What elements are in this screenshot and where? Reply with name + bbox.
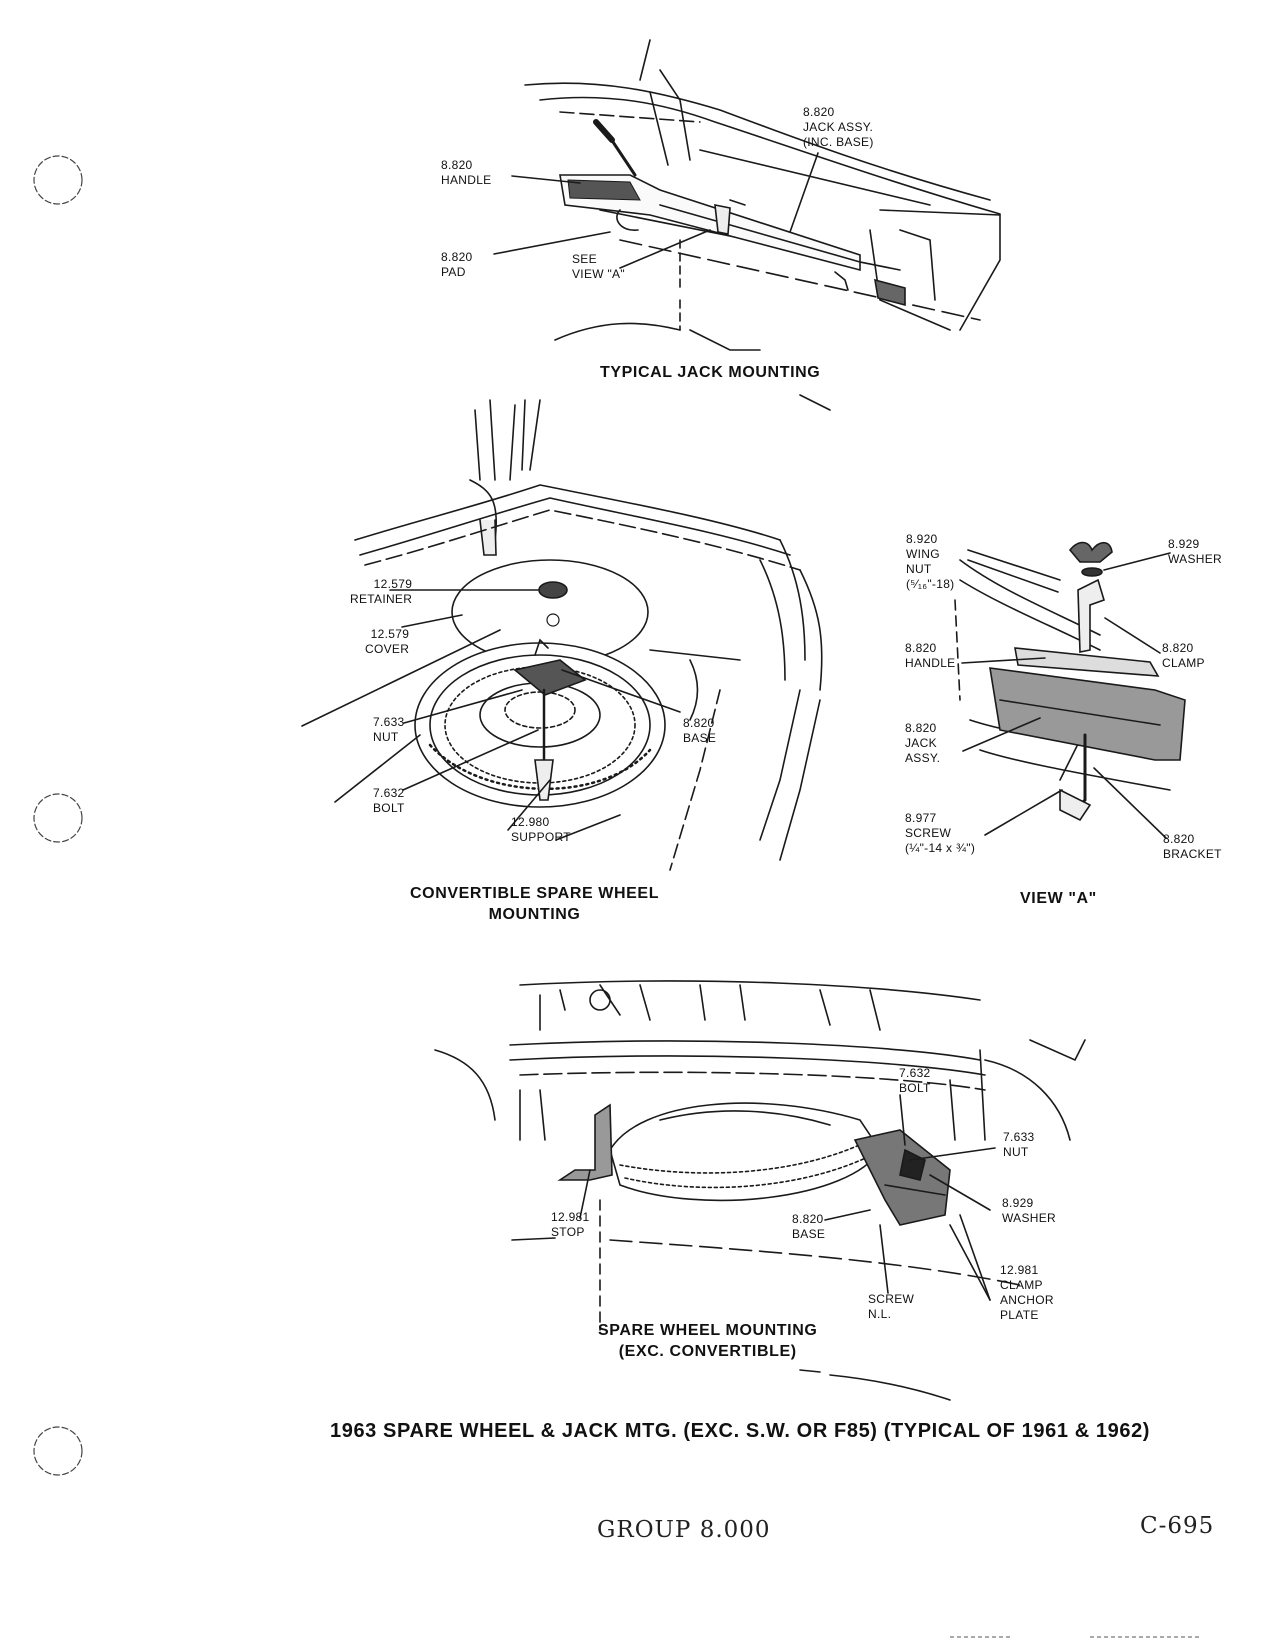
- footer-page-code: C-695: [1140, 1513, 1215, 1539]
- label-wing-nut: 8.920 WING NUT (⁵⁄₁₆"-18): [906, 532, 955, 591]
- label-bracket: 8.820 BRACKET: [1163, 832, 1222, 861]
- figure-title: 1963 SPARE WHEEL & JACK MTG. (EXC. S.W. …: [330, 1420, 1151, 1442]
- label-base: 8.820 BASE: [683, 716, 717, 745]
- label-base-2: 8.820 BASE: [792, 1212, 826, 1241]
- caption-convertible-spare-wheel: CONVERTIBLE SPARE WHEEL MOUNTING: [410, 885, 660, 923]
- caption-view-a: VIEW "A": [1020, 890, 1097, 907]
- exc-convertible-drawing: [434, 980, 1086, 1401]
- label-screw-nl: SCREW N.L.: [868, 1292, 915, 1321]
- label-washer-2: 8.929 WASHER: [1002, 1196, 1057, 1225]
- convertible-drawing: [301, 399, 823, 871]
- label-see-view-a: SEE VIEW "A": [572, 252, 625, 281]
- label-jack-assy-a: 8.820 JACK ASSY.: [905, 721, 941, 765]
- label-retainer: 12.579 RETAINER: [350, 577, 413, 606]
- label-jack-assy: 8.820 JACK ASSY. (INC. BASE): [803, 105, 874, 149]
- view-a-drawing: [954, 541, 1186, 839]
- label-pad: 8.820 PAD: [441, 250, 473, 279]
- label-nut: 7.633 NUT: [373, 715, 405, 744]
- caption-typical-jack-mounting: TYPICAL JACK MOUNTING: [600, 364, 821, 381]
- label-screw: 8.977 SCREW (¼"-14 x ¾"): [905, 811, 976, 855]
- label-bolt-2: 7.632 BOLT: [899, 1066, 931, 1095]
- label-cover: 12.579 COVER: [365, 627, 410, 656]
- label-washer: 8.929 WASHER: [1168, 537, 1223, 566]
- jack-mounting-drawing: [493, 39, 1001, 411]
- label-clamp: 8.820 CLAMP: [1162, 641, 1205, 670]
- binder-holes: [33, 155, 83, 1476]
- footer-group: GROUP 8.000: [597, 1517, 771, 1543]
- label-handle-a: 8.820 HANDLE: [905, 641, 956, 670]
- label-support: 12.980 SUPPORT: [511, 815, 571, 844]
- label-nut-2: 7.633 NUT: [1003, 1130, 1035, 1159]
- label-handle: 8.820 HANDLE: [441, 158, 492, 187]
- label-clamp-anchor-plate: 12.981 CLAMP ANCHOR PLATE: [1000, 1263, 1054, 1322]
- caption-spare-wheel-mounting: SPARE WHEEL MOUNTING (EXC. CONVERTIBLE): [598, 1322, 818, 1360]
- label-stop: 12.981 STOP: [551, 1210, 590, 1239]
- label-bolt: 7.632 BOLT: [373, 786, 405, 815]
